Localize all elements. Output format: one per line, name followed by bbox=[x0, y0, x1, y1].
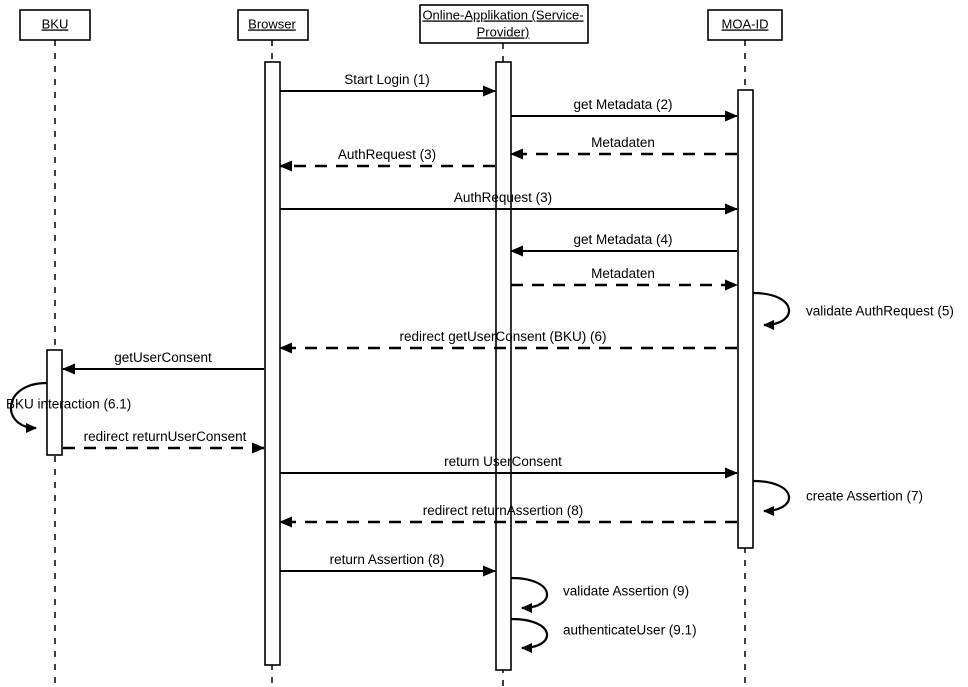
self-message-label-1: BKU interaction (6.1) bbox=[6, 397, 131, 412]
message-label-8: redirect getUserConsent (BKU) (6) bbox=[399, 329, 606, 344]
message-label-9: getUserConsent bbox=[114, 350, 212, 365]
self-message-arc-2 bbox=[752, 479, 791, 516]
message-label-10: redirect returnUserConsent bbox=[84, 429, 247, 444]
self-message-label-4: authenticateUser (9.1) bbox=[563, 623, 697, 638]
participant-box-browser[interactable] bbox=[237, 9, 309, 41]
self-messages-group: validate AuthRequest (5) BKU interaction … bbox=[6, 291, 954, 653]
messages-group bbox=[62, 85, 738, 577]
activation-bar-sp bbox=[495, 61, 512, 671]
message-label-3: Metadaten bbox=[591, 135, 655, 150]
message-label-11: return UserConsent bbox=[444, 454, 562, 469]
activation-bar-moaid bbox=[737, 89, 754, 549]
message-label-5: AuthRequest (3) bbox=[454, 190, 552, 205]
message-label-13: return Assertion (8) bbox=[330, 552, 445, 567]
message-label-12: redirect returnAssertion (8) bbox=[423, 503, 584, 518]
self-message-label-2: create Assertion (7) bbox=[806, 489, 923, 504]
participant-label-bku: BKU bbox=[42, 16, 69, 31]
activation-bars-group bbox=[46, 61, 754, 671]
self-message-arc-3 bbox=[510, 576, 549, 613]
message-label-4: AuthRequest (3) bbox=[338, 147, 436, 162]
self-message-arc-0 bbox=[752, 291, 791, 330]
message-label-2: get Metadata (2) bbox=[573, 97, 672, 112]
self-message-label-0: validate AuthRequest (5) bbox=[806, 304, 954, 319]
participant-box-bku[interactable] bbox=[19, 9, 91, 41]
message-labels-group: Start Login (1) get Metadata (2) Metadaten… bbox=[84, 72, 673, 567]
participant-label-sp: Provider) bbox=[477, 24, 530, 39]
message-label-1: Start Login (1) bbox=[344, 72, 430, 87]
participant-box-sp[interactable] bbox=[419, 4, 589, 44]
activation-bar-bku bbox=[46, 349, 63, 456]
participant-label-browser: Browser bbox=[248, 16, 296, 31]
self-message-arc-1 bbox=[10, 381, 48, 433]
activation-bar-browser bbox=[264, 61, 281, 666]
self-message-arc-4 bbox=[510, 617, 549, 653]
participant-boxes-group: BKU Browser Online-Applikation (Service- Pr… bbox=[19, 4, 783, 44]
participant-label-sp: Online-Applikation (Service- bbox=[422, 7, 583, 22]
participant-box-moaid[interactable] bbox=[707, 9, 783, 41]
message-label-6: get Metadata (4) bbox=[573, 232, 672, 247]
message-label-7: Metadaten bbox=[591, 266, 655, 281]
participant-label-moaid: MOA-ID bbox=[722, 16, 769, 31]
self-message-label-3: validate Assertion (9) bbox=[563, 584, 689, 599]
